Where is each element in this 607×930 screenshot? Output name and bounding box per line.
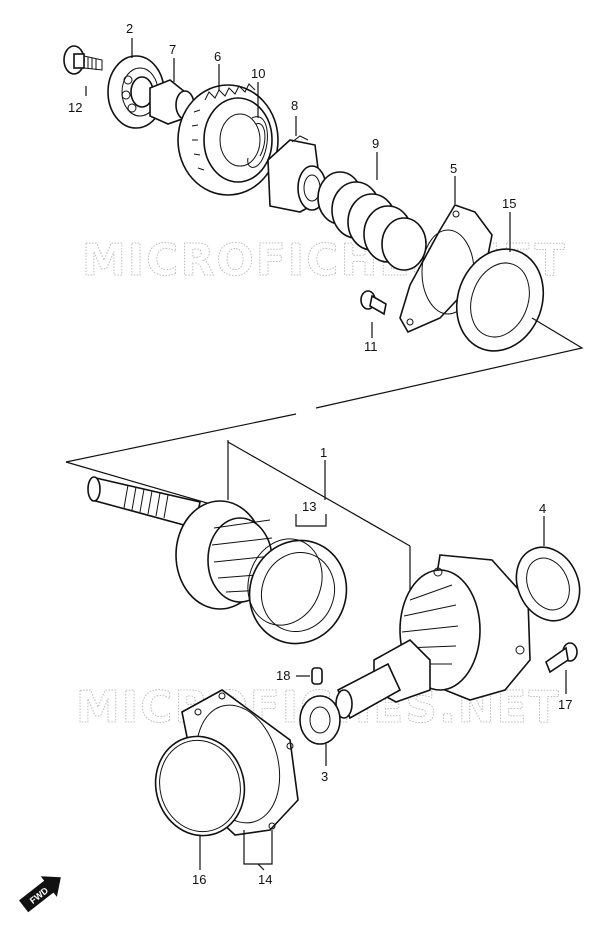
- leader-lines: [85, 38, 567, 871]
- part-13-ring: [247, 538, 348, 645]
- part-10-circlip: [247, 116, 268, 168]
- part-4-oil-seal: [515, 546, 581, 622]
- part-9-spring: [317, 171, 427, 271]
- callout-3: 3: [321, 769, 328, 784]
- callout-14: 14: [258, 872, 272, 887]
- callout-17: 17: [558, 697, 572, 712]
- part-11-bolt: [360, 290, 387, 316]
- part-3-collar: [299, 695, 341, 745]
- callout-11: 11: [364, 339, 378, 354]
- callout-4: 4: [539, 501, 546, 516]
- callout-7: 7: [169, 42, 176, 57]
- callout-5: 5: [450, 161, 457, 176]
- callout-12: 12: [68, 100, 82, 115]
- callout-6: 6: [214, 49, 221, 64]
- callout-16: 16: [192, 872, 206, 887]
- callout-1: 1: [320, 445, 327, 460]
- fwd-arrow-icon: FWD: [18, 876, 61, 913]
- callout-15: 15: [502, 196, 516, 211]
- part-1-housing-pinion: [335, 554, 531, 720]
- assembly-boundary: [65, 317, 584, 590]
- part-6-gear: [177, 83, 279, 196]
- part-1-drive-shaft: [87, 476, 273, 610]
- callout-8: 8: [291, 98, 298, 113]
- part-18-pin: [311, 667, 323, 685]
- part-12-bolt: [63, 45, 103, 75]
- callout-13: 13: [302, 499, 316, 514]
- part-16-o-ring: [154, 735, 246, 837]
- callout-10: 10: [251, 66, 265, 81]
- callout-18: 18: [276, 668, 290, 683]
- part-17-bolt: [545, 642, 578, 674]
- part-15-washer: [455, 248, 545, 352]
- callout-9: 9: [372, 136, 379, 151]
- part-5-bracket: [399, 204, 493, 334]
- callout-2: 2: [126, 21, 133, 36]
